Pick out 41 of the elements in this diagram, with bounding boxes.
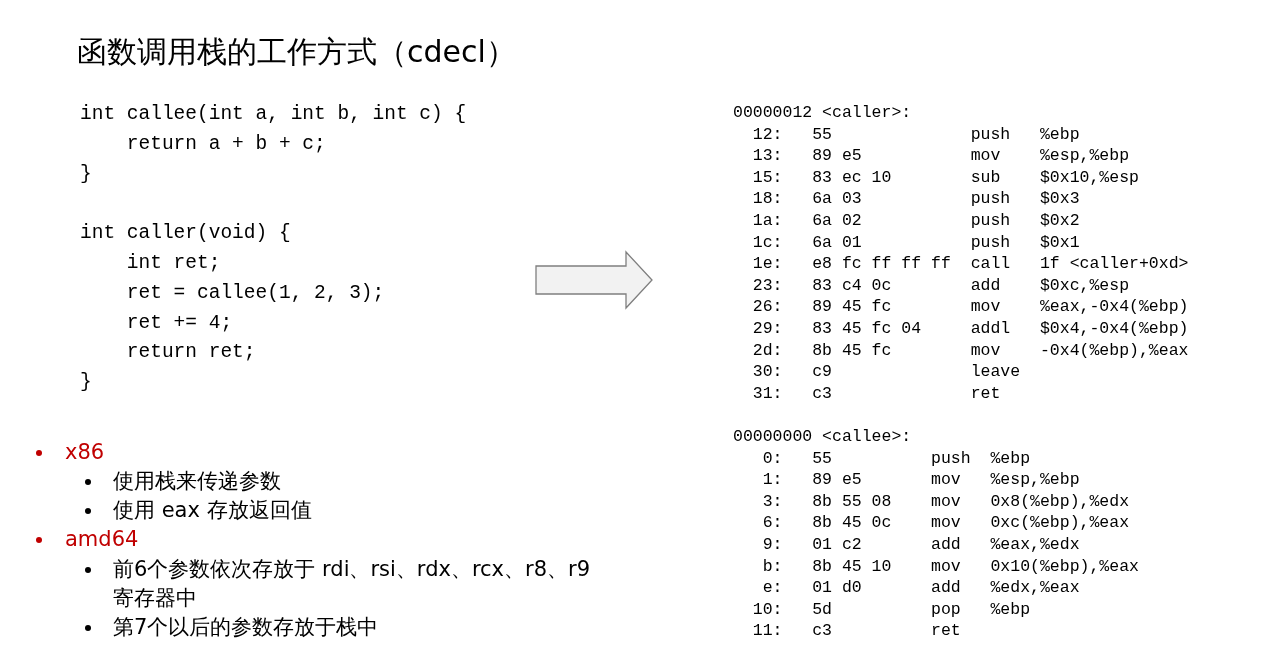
code-line: 23: 83 c4 0c add $0xc,%esp (751, 274, 1130, 297)
code-line: 11: c3 ret (751, 620, 961, 642)
code-line: } (80, 370, 92, 396)
code-line: ret += 4; (125, 310, 233, 336)
code-line: 2d: 8b 45 fc mov -0x4(%ebp),%eax (751, 339, 1189, 362)
code-line: b: 8b 45 10 mov 0x10(%ebp),%eax (761, 555, 1139, 578)
bullet-text: 前6个参数依次存放于 rdi、rsi、rdx、rcx、r8、r9 寄存器中 (113, 556, 592, 612)
code-line: 3: 8b 55 08 mov 0x8(%ebp),%edx (761, 490, 1130, 513)
code-line: 00000012 <caller>: (733, 102, 912, 124)
code-line: 18: 6a 03 push $0x3 (751, 188, 1080, 210)
code-line: 13: 89 e5 mov %esp,%ebp (751, 145, 1130, 167)
bullet-text: 第7个以后的参数存放于栈中 (113, 614, 379, 641)
code-line: 6: 8b 45 0c mov 0xc(%ebp),%eax (761, 512, 1130, 534)
code-line: 26: 89 45 fc mov %eax,-0x4(%ebp) (751, 296, 1189, 318)
code-line: 15: 83 ec 10 sub $0x10,%esp (751, 166, 1139, 189)
code-line: 1: 89 e5 mov %esp,%ebp (761, 469, 1080, 491)
bullet-text: x86 (65, 439, 105, 466)
code-line: int callee(int a, int b, int c) { (80, 102, 467, 127)
bullet-text: 使用栈来传递参数 (113, 468, 281, 495)
code-line: return a + b + c; (125, 131, 326, 157)
code-line: 0: 55 push %ebp (761, 447, 1031, 470)
code-line: e: 01 d0 add %edx,%eax (761, 577, 1080, 599)
code-line: 31: c3 ret (751, 382, 1001, 405)
bullet-text: amd64 (65, 526, 139, 553)
code-line: 10: 5d pop %ebp (751, 598, 1031, 621)
code-line: 29: 83 45 fc 04 addl $0x4,-0x4(%ebp) (751, 318, 1189, 340)
code-line: int caller(void) { (80, 221, 291, 247)
slide-title: 函数调用栈的工作方式（cdecl） (77, 33, 516, 71)
code-line: } (80, 161, 92, 187)
code-line: 9: 01 c2 add %eax,%edx (761, 534, 1080, 556)
code-line: ret = callee(1, 2, 3); (125, 280, 385, 306)
code-line: 00000000 <callee>: (733, 426, 912, 448)
code-line: 1c: 6a 01 push $0x1 (751, 231, 1080, 254)
code-line: 1a: 6a 02 push $0x2 (751, 210, 1080, 232)
block-arrow (535, 250, 653, 310)
code-line: int ret; (125, 251, 221, 276)
code-line: 1e: e8 fc ff ff ff call 1f <caller+0xd> (751, 253, 1189, 275)
code-line: 30: c9 leave (751, 361, 1021, 383)
code-line: return ret; (125, 340, 256, 366)
bullet-text: 使用 eax 存放返回值 (113, 497, 312, 524)
code-line: 12: 55 push %ebp (751, 123, 1080, 146)
